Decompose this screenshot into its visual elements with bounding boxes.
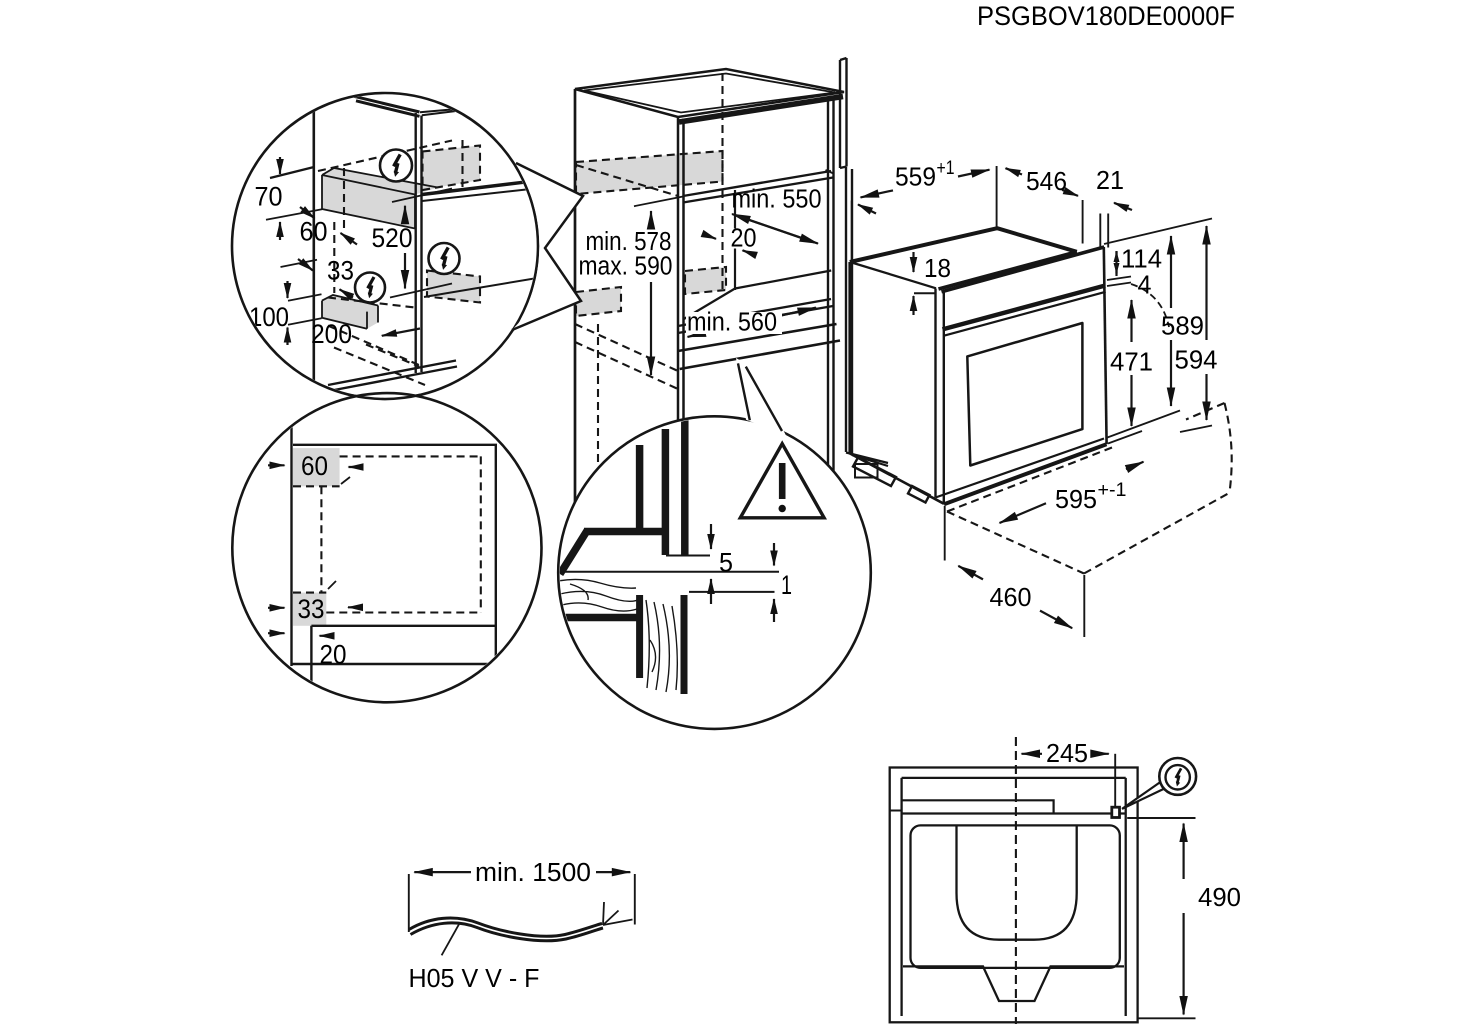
svg-text:33: 33 [298, 594, 325, 624]
svg-text:20: 20 [731, 225, 757, 253]
svg-text:min. 578: min. 578 [586, 228, 672, 256]
svg-text:70: 70 [255, 182, 283, 212]
svg-text:18: 18 [924, 255, 951, 283]
svg-text:min. 560: min. 560 [687, 309, 777, 337]
svg-text:H05 V V - F: H05 V V - F [409, 965, 540, 993]
svg-text:595: 595 [1055, 486, 1097, 514]
svg-text:546: 546 [1026, 168, 1067, 196]
svg-text:114: 114 [1121, 246, 1162, 274]
svg-text:559: 559 [895, 164, 936, 192]
svg-text:245: 245 [1046, 740, 1088, 768]
svg-text:1: 1 [781, 570, 792, 600]
svg-text:589: 589 [1161, 313, 1204, 341]
svg-text:min. 550: min. 550 [732, 186, 822, 214]
svg-text:460: 460 [990, 584, 1032, 612]
svg-text:21: 21 [1096, 167, 1124, 195]
svg-text:520: 520 [372, 223, 413, 253]
svg-text:594: 594 [1175, 347, 1218, 375]
svg-text:max. 590: max. 590 [579, 253, 673, 281]
svg-text:4: 4 [1138, 272, 1152, 300]
svg-text:60: 60 [300, 217, 328, 247]
svg-text:min. 1500: min. 1500 [475, 859, 591, 887]
svg-text:20: 20 [320, 640, 347, 670]
svg-text:33: 33 [327, 256, 354, 286]
svg-text:200: 200 [311, 319, 352, 349]
svg-text:PSGBOV180DE0000F: PSGBOV180DE0000F [977, 1, 1235, 31]
svg-text:+1: +1 [937, 158, 955, 179]
svg-text:+-1: +-1 [1098, 480, 1127, 501]
svg-text:60: 60 [301, 451, 328, 481]
svg-text:490: 490 [1198, 884, 1241, 912]
svg-text:471: 471 [1110, 349, 1153, 377]
svg-text:5: 5 [719, 548, 733, 578]
